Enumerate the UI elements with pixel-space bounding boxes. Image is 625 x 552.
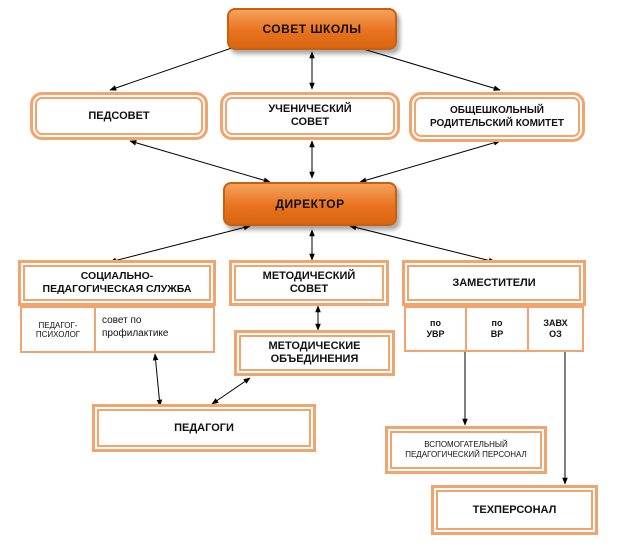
tech-staff-box: ТЕХПЕРСОНАЛ [431,485,598,535]
school-council-box: СОВЕТ ШКОЛЫ [227,8,397,50]
arrow-pedsovet-director [129,140,271,183]
methodical-council-box: МЕТОДИЧЕСКИЙ СОВЕТ [229,260,389,306]
pedsovet-label: ПЕДСОВЕТ [88,109,150,122]
methodical-council-label: МЕТОДИЧЕСКИЙ СОВЕТ [262,270,356,295]
vr-cell: по ВР [465,306,529,352]
social-service-box: СОЦИАЛЬНО-ПЕДАГОГИЧЕСКАЯ СЛУЖБА [18,260,216,306]
prevention-council-label: совет по профилактике [102,315,169,339]
student-council-box: УЧЕНИЧЕСКИЙ СОВЕТ [220,92,400,140]
vr-label: по ВР [490,318,504,339]
arrow-prevention-teachers [152,353,163,407]
prevention-council-cell: совет по профилактике [94,306,215,353]
arrow-council-parents [349,44,501,91]
arrow-director-social [109,224,251,264]
director-label: ДИРЕКТОР [275,197,345,211]
psychologist-cell: ПЕДАГОГ-ПСИХОЛОГ [20,306,96,353]
tech-staff-label: ТЕХПЕРСОНАЛ [472,503,557,516]
psychologist-label: ПЕДАГОГ-ПСИХОЛОГ [35,320,81,339]
methodical-unions-box: МЕТОДИЧЕСКИЕ ОБЪЕДИНЕНИЯ [234,330,395,376]
parent-committee-label: ОБЩЕШКОЛЬНЫЙ РОДИТЕЛЬСКИЙ КОМИТЕТ [430,105,564,129]
uvr-label: по УВР [426,318,445,339]
deputies-box: ЗАМЕСТИТЕЛИ [402,260,586,306]
teachers-box: ПЕДАГОГИ [92,404,316,452]
arrow-unions-teachers [211,377,251,405]
zavhoz-label: ЗАВХ ОЗ [543,318,568,339]
teachers-label: ПЕДАГОГИ [174,421,234,434]
director-box: ДИРЕКТОР [223,182,397,226]
social-service-label: СОЦИАЛЬНО-ПЕДАГОГИЧЕСКАЯ СЛУЖБА [42,270,192,295]
support-staff-box: ВСПОМОГАТЕЛЬНЫЙ ПЕДАГОГИЧЕСКИЙ ПЕРСОНАЛ [385,426,547,474]
deputies-label: ЗАМЕСТИТЕЛИ [452,276,536,289]
uvr-cell: по УВР [404,306,467,352]
support-staff-label: ВСПОМОГАТЕЛЬНЫЙ ПЕДАГОГИЧЕСКИЙ ПЕРСОНАЛ [405,440,527,459]
zavhoz-cell: ЗАВХ ОЗ [527,306,584,352]
arrow-director-deputies [349,224,496,264]
parent-committee-box: ОБЩЕШКОЛЬНЫЙ РОДИТЕЛЬСКИЙ КОМИТЕТ [409,92,585,142]
methodical-unions-label: МЕТОДИЧЕСКИЕ ОБЪЕДИНЕНИЯ [268,340,361,365]
student-council-label: УЧЕНИЧЕСКИЙ СОВЕТ [268,103,352,128]
pedsovet-box: ПЕДСОВЕТ [30,92,208,140]
school-council-label: СОВЕТ ШКОЛЫ [262,22,362,36]
arrow-parents-director [359,140,501,183]
